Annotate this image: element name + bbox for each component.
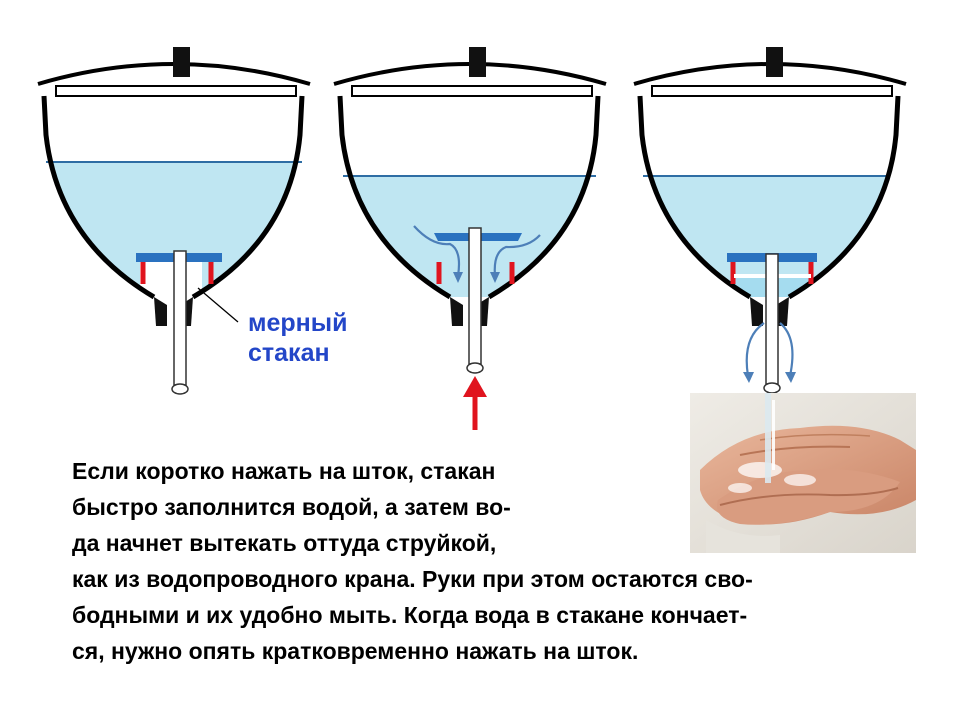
caption-line-3: да начнет вытекать оттуда струйкой, bbox=[72, 530, 497, 556]
flow-arrow-left bbox=[413, 225, 461, 277]
drain-arrow-left bbox=[745, 322, 765, 377]
tank-3-nozzle-right bbox=[776, 297, 789, 326]
tank-2-knob bbox=[469, 47, 486, 77]
measuring-cup-label: мерный стакан bbox=[248, 308, 348, 368]
caption-line-1: Если коротко нажать на шток, стакан bbox=[72, 458, 496, 484]
tank-2-rod-tip bbox=[466, 362, 484, 374]
tank-3-rod bbox=[765, 253, 779, 385]
tank-1-rod-tip bbox=[171, 383, 189, 395]
tank-3 bbox=[633, 47, 907, 394]
tank-3-knob bbox=[766, 47, 783, 77]
tank-1-body bbox=[41, 95, 305, 300]
measuring-cup-label-line-2: стакан bbox=[248, 339, 330, 367]
caption-line-6: ся, нужно опять кратковременно нажать на… bbox=[72, 638, 639, 664]
tank-1-rod bbox=[173, 250, 187, 386]
caption-line-4: как из водопроводного крана. Руки при эт… bbox=[72, 566, 753, 592]
tank-1-lid-rim bbox=[55, 85, 297, 97]
tank-2-rod bbox=[468, 227, 482, 365]
tank-2 bbox=[333, 47, 607, 430]
tank-2-nozzle-left bbox=[450, 297, 463, 326]
tank-1-nozzle-left bbox=[154, 297, 167, 326]
push-arrow-icon bbox=[463, 376, 487, 430]
hands-washing-image bbox=[690, 393, 916, 553]
tank-3-lid-rim bbox=[651, 85, 893, 97]
leader-line bbox=[197, 287, 239, 323]
tank-1-knob bbox=[173, 47, 190, 77]
tank-3-rod-tip bbox=[763, 382, 781, 394]
measuring-cup-label-line-1: мерный bbox=[248, 309, 348, 337]
drain-arrow-right bbox=[779, 322, 794, 377]
tank-2-lid-rim bbox=[351, 85, 593, 97]
explanation-text: Если коротко нажать на шток, стакан быст… bbox=[72, 453, 922, 669]
caption-line-5: бодными и их удобно мыть. Когда вода в с… bbox=[72, 602, 748, 628]
flow-arrow-right bbox=[493, 234, 541, 277]
caption-line-2: быстро заполнится водой, а затем во- bbox=[72, 494, 511, 520]
tank-3-nozzle-left bbox=[750, 297, 763, 326]
